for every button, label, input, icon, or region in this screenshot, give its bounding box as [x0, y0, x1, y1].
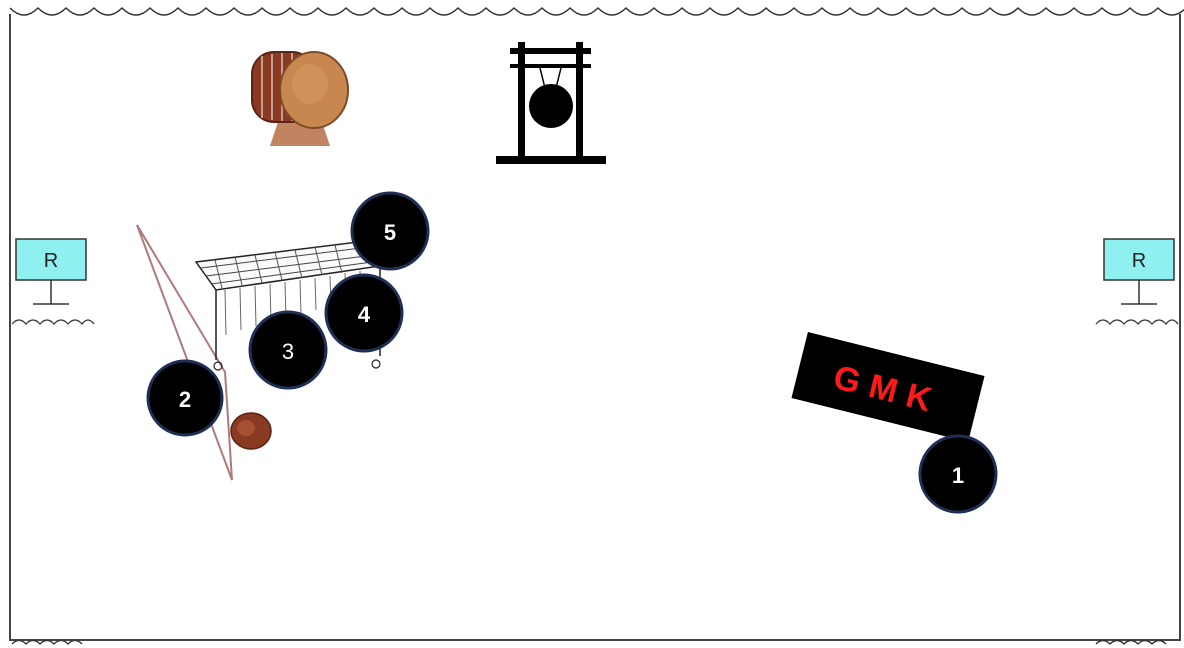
position-number: 3: [282, 339, 294, 364]
cable-wave-icon: [12, 320, 94, 324]
gong-icon: [496, 42, 606, 164]
position-number: 1: [952, 463, 964, 488]
position-number: 4: [358, 302, 371, 327]
position-number: 5: [384, 220, 396, 245]
position-marker-5: 5: [352, 193, 428, 269]
monitor-label: R: [1132, 250, 1146, 272]
monitor-left: R: [12, 239, 94, 324]
stage-outline: [10, 8, 1184, 644]
bottom-wave-left: [12, 641, 82, 645]
position-marker-3: 3: [250, 312, 326, 388]
position-marker-1: 1: [920, 436, 996, 512]
position-number: 2: [179, 387, 191, 412]
position-marker-4: 4: [326, 275, 402, 351]
bottom-wave-right: [1096, 641, 1166, 645]
position-marker-2: 2: [148, 361, 222, 435]
bass-drum-icon: [252, 52, 348, 146]
monitor-right: R: [1096, 239, 1178, 324]
cable-wave-icon: [1096, 320, 1178, 324]
gmk-cabinet: GMK: [791, 332, 984, 442]
hand-drum-icon: [231, 413, 271, 449]
curtain-edge: [10, 8, 1184, 15]
monitor-label: R: [44, 250, 58, 272]
